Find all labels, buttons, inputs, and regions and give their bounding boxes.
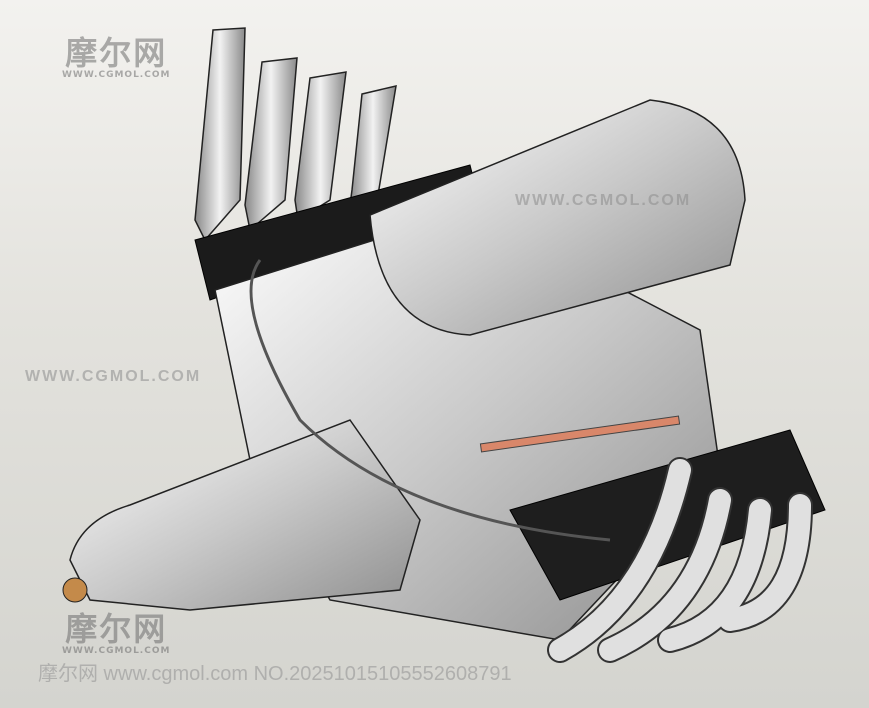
watermark-logo-en: WWW.CGMOL.COM (62, 70, 171, 80)
watermark-logo-en: WWW.CGMOL.COM (62, 646, 171, 656)
intake-stacks (194, 27, 397, 242)
exhaust-headers (549, 459, 811, 661)
watermark-url: WWW.CGMOL.COM (25, 368, 202, 385)
watermark-serial: 摩尔网 www.cgmol.com NO.2025101510555260879… (38, 663, 512, 685)
airbox (369, 99, 746, 336)
watermark-logo-cn: 摩尔网 (65, 34, 168, 72)
ignition-lead (249, 259, 611, 542)
gearbox-end-cap (62, 577, 88, 603)
fuel-rail (479, 415, 681, 453)
gearbox (69, 419, 421, 611)
watermark-logo-cn: 摩尔网 (65, 610, 168, 648)
watermark-logo: 摩尔网 WWW.CGMOL.COM (62, 36, 170, 81)
watermark-url: WWW.CGMOL.COM (515, 192, 692, 209)
watermark-logo: 摩尔网 WWW.CGMOL.COM (62, 612, 170, 657)
